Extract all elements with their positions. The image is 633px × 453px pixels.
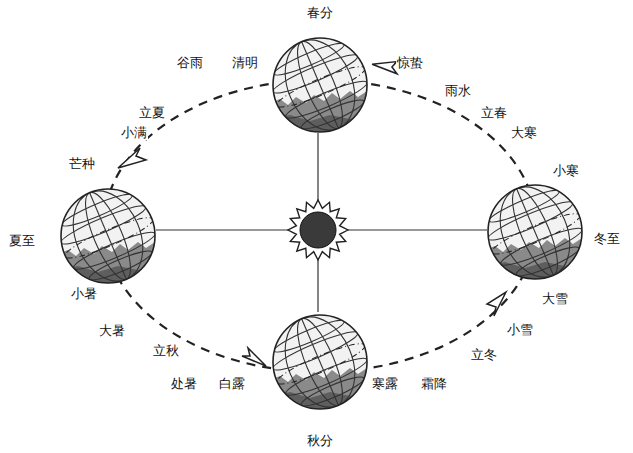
solar-term-label: 春分: [306, 5, 334, 20]
solar-term-label: 谷雨: [176, 55, 204, 70]
solar-term-label: 芒种: [68, 156, 96, 171]
solar-term-label: 夏至: [8, 233, 36, 248]
solar-term-label: 小暑: [70, 286, 98, 301]
solar-term-label: 处暑: [170, 376, 198, 391]
solar-term-label: 清明: [231, 55, 259, 70]
solar-term-label: 惊蛰: [396, 55, 424, 70]
solar-term-label: 立秋: [152, 343, 180, 358]
solar-term-label: 白露: [218, 376, 246, 391]
solar-term-label: 大暑: [98, 323, 126, 338]
solar-term-label: 立冬: [470, 347, 498, 362]
solar-term-label: 立夏: [138, 105, 166, 120]
solar-term-label: 立春: [480, 105, 508, 120]
solar-term-label: 寒露: [371, 376, 399, 391]
solar-term-label: 秋分: [306, 433, 334, 448]
solar-term-label: 小雪: [506, 322, 534, 337]
solar-term-label: 小寒: [552, 163, 580, 178]
solar-term-label: 小满: [120, 125, 148, 140]
solar-term-label: 冬至: [593, 231, 621, 246]
solar-term-label: 大雪: [541, 291, 569, 306]
solar-term-label: 大寒: [510, 125, 538, 140]
solar-term-label: 雨水: [444, 83, 472, 98]
solar-term-label: 霜降: [420, 376, 448, 391]
